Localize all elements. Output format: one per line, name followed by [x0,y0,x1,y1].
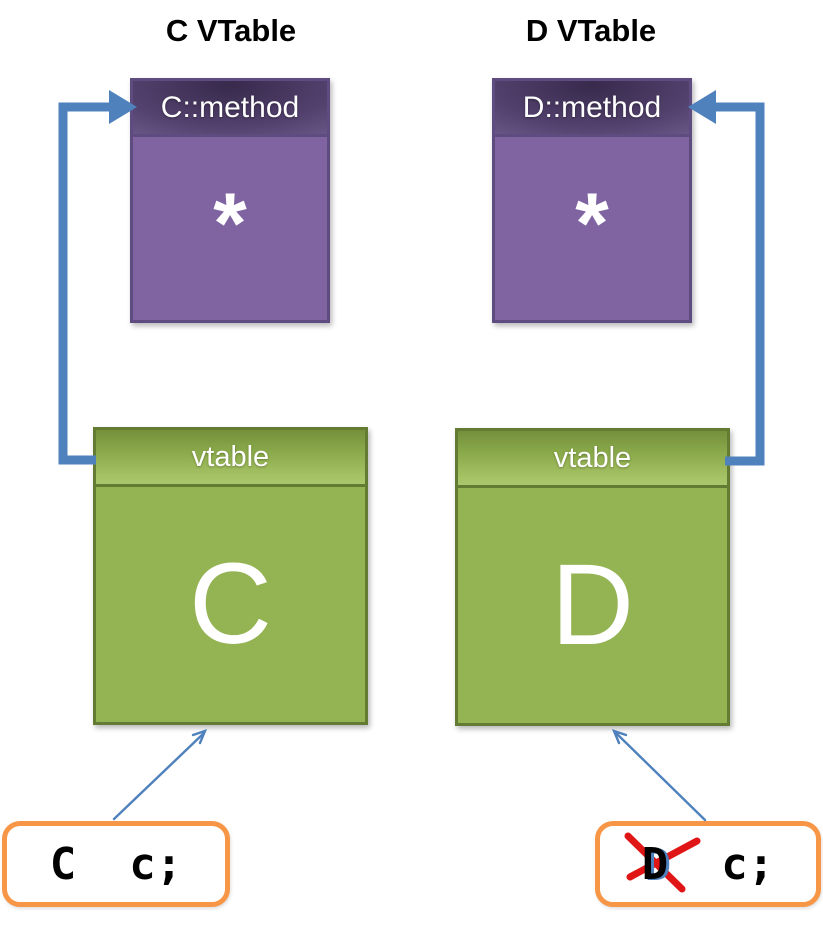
c-pointer-asterisk: * [213,175,247,272]
d-method-box-body: * [495,137,689,320]
d-object-vtable-header: vtable [458,431,727,488]
d-vtable-pointer-arrowhead [688,90,716,124]
d-pointer-asterisk: * [575,175,609,272]
d-type-letter-crossed: D [641,838,669,890]
d-vtable-title: D VTable [525,13,657,48]
c-object-box-body: C [96,487,365,722]
d-vtable-pointer-arrow-line [714,102,765,466]
c-object-box: vtable C [93,427,368,725]
d-declaration-rest: c; [668,838,775,890]
c-declaration-callout: C c; [2,821,230,907]
d-declaration-code: D c; [624,832,775,892]
d-object-letter: D [550,541,635,669]
c-declaration-arrow-line [112,731,206,821]
c-declaration-arrowhead [191,729,208,745]
d-object-box-body: D [458,488,727,723]
d-declaration-callout: D c; [595,821,821,907]
c-method-box-body: * [133,137,327,320]
d-object-box: vtable D [455,428,730,726]
c-object-vtable-header: vtable [96,430,365,487]
c-vtable-title: C VTable [165,13,297,48]
c-vtable-pointer-arrow-line [58,102,112,465]
c-object-letter: C [188,540,273,668]
c-method-box: C::method * [130,78,330,323]
d-method-box-header: D::method [495,81,689,137]
c-method-box-header: C::method [133,81,327,137]
d-method-box: D::method * [492,78,692,323]
d-declaration-arrow-line [614,731,707,822]
d-declaration-arrowhead [611,729,628,745]
c-declaration-code: C c; [49,838,183,890]
